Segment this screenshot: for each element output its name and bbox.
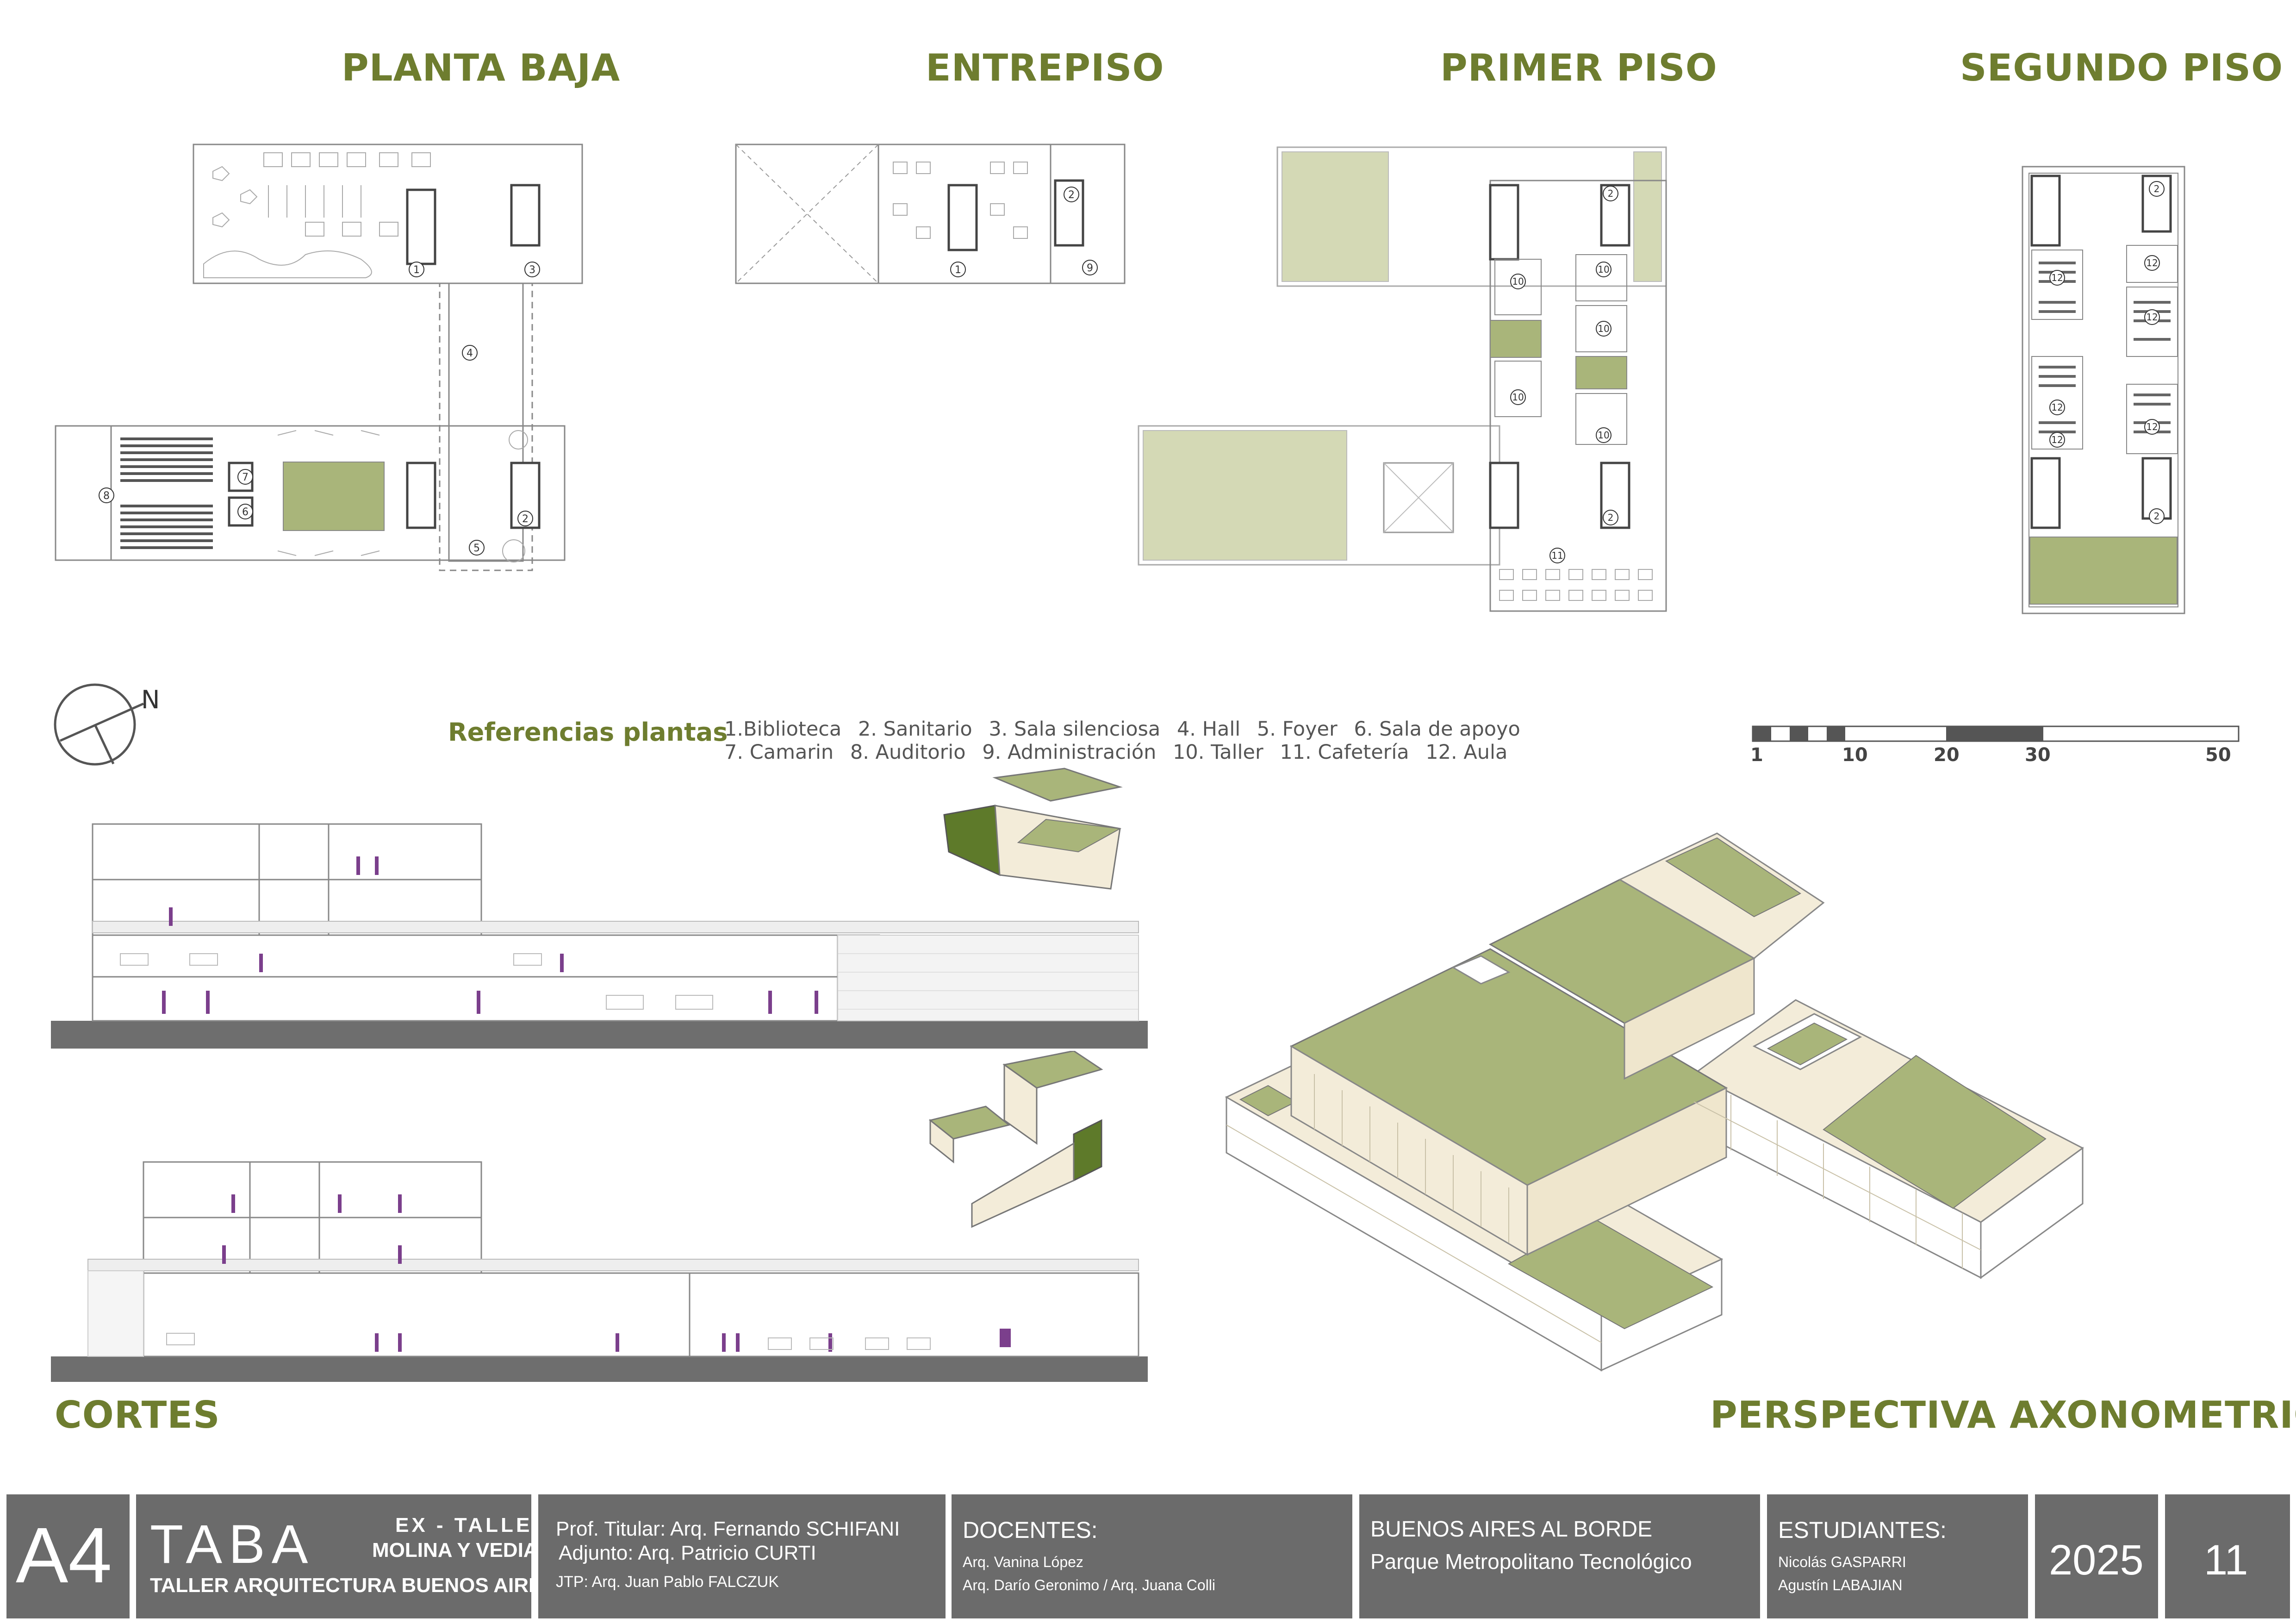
legend-item: 2. Sanitario — [858, 718, 972, 741]
plan-number: 2 — [2154, 511, 2160, 522]
plan-number: 12 — [2051, 434, 2063, 445]
legend-row-2: 7. Camarin 8. Auditorio 9. Administració… — [724, 741, 1518, 764]
plan-number: 6 — [242, 506, 249, 518]
plan-number: 4 — [467, 348, 473, 359]
title-block: A4 TABA EX - TALLER MOLINA Y VEDIA TALLE… — [0, 1492, 2296, 1624]
legend-item: 5. Foyer — [1257, 718, 1338, 741]
title-entrepiso: ENTREPISO — [926, 46, 1164, 89]
section-key-1 — [943, 768, 1123, 890]
project-title: BUENOS AIRES AL BORDE — [1370, 1517, 1653, 1542]
title-segundo-piso: SEGUNDO PISO — [1960, 46, 2284, 89]
legend-item: 1.Biblioteca — [724, 718, 842, 741]
plan-number: 3 — [529, 264, 535, 276]
scale-label: 10 — [1842, 744, 1868, 766]
plan-number: 7 — [242, 472, 249, 483]
plan-number: 2 — [1608, 188, 1614, 199]
legend-row-1: 1.Biblioteca 2. Sanitario 3. Sala silenc… — [724, 718, 1531, 741]
legend-item: 12. Aula — [1425, 741, 1508, 764]
jtp: JTP: Arq. Juan Pablo FALCZUK — [556, 1573, 779, 1591]
legend-item: 7. Camarin — [724, 741, 834, 764]
plan-number: 12 — [2146, 421, 2158, 432]
plan-primer-piso: 2 2 10 10 10 10 10 11 — [1138, 146, 1667, 612]
students-title: ESTUDIANTES: — [1778, 1517, 1947, 1543]
prof-titular: Prof. Titular: Arq. Fernando SCHIFANI — [556, 1518, 900, 1540]
docentes-box: DOCENTES: Arq. Vanina López Arq. Darío G… — [952, 1494, 1352, 1618]
plan-number: 12 — [2051, 272, 2063, 283]
scale-label: 30 — [2025, 744, 2051, 766]
docente-1: Arq. Vanina López — [963, 1554, 1083, 1570]
legend-item: 4. Hall — [1176, 718, 1241, 741]
legend-item: 10. Taller — [1173, 741, 1263, 764]
scale-label: 1 — [1750, 744, 1763, 766]
section-drawing-1 — [51, 823, 1148, 1049]
year: 2025 — [2049, 1537, 2144, 1584]
student-1: Nicolás GASPARRI — [1778, 1554, 1906, 1570]
legend-item: 6. Sala de apoyo — [1354, 718, 1520, 741]
plan-number: 5 — [473, 543, 480, 554]
plan-number: 10 — [1598, 323, 1609, 334]
project-box: BUENOS AIRES AL BORDE Parque Metropolita… — [1359, 1494, 1760, 1618]
title-primer-piso: PRIMER PISO — [1440, 46, 1717, 89]
title-perspectiva: PERSPECTIVA AXONOMETRICA — [1710, 1393, 2296, 1437]
plan-number: 12 — [2146, 257, 2158, 269]
legend-title: Referencias plantas — [448, 718, 728, 747]
year-box: 2025 — [2035, 1494, 2158, 1618]
scale-label: 20 — [1934, 744, 1960, 766]
plan-number: 2 — [1608, 512, 1614, 523]
plan-number: 11 — [1551, 550, 1563, 561]
plan-number: 2 — [2154, 183, 2160, 194]
molina-vedia: MOLINA Y VEDIA — [372, 1539, 538, 1562]
ex-taller: EX - TALLER — [395, 1514, 550, 1537]
plan-number: 12 — [2051, 402, 2063, 413]
legend-item: 8. Auditorio — [850, 741, 966, 764]
title-cortes: CORTES — [55, 1393, 220, 1437]
taba-logo: TABA — [150, 1514, 315, 1575]
docentes-title: DOCENTES: — [963, 1517, 1098, 1543]
legend-item: 9. Administración — [982, 741, 1157, 764]
scale-label: 50 — [2205, 744, 2231, 766]
plan-number: 2 — [1068, 189, 1075, 201]
plan-number: 12 — [2146, 312, 2158, 323]
plan-number: 10 — [1512, 276, 1524, 287]
plan-number: 10 — [1598, 430, 1609, 441]
professors-box: Prof. Titular: Arq. Fernando SCHIFANI Ad… — [538, 1494, 946, 1618]
taller-full-name: TALLER ARQUITECTURA BUENOS AIRES — [150, 1574, 556, 1597]
scale-bar — [1752, 725, 2240, 742]
students-box: ESTUDIANTES: Nicolás GASPARRI Agustín LA… — [1767, 1494, 2028, 1618]
page-number-box: 11 — [2165, 1494, 2290, 1618]
sheet-size: A4 — [16, 1512, 112, 1599]
legend-item: 11. Cafetería — [1280, 741, 1409, 764]
section-drawing-2 — [51, 1161, 1148, 1382]
plan-number: 9 — [1087, 262, 1093, 274]
plan-number: 10 — [1512, 392, 1524, 403]
north-arrow: N — [54, 683, 160, 766]
north-label: N — [141, 685, 160, 714]
sheet-size-box: A4 — [6, 1494, 130, 1618]
taller-logo-box: TABA EX - TALLER MOLINA Y VEDIA TALLER A… — [136, 1494, 556, 1618]
plan-planta-baja: 1 2 3 4 5 6 7 8 — [55, 144, 583, 571]
plan-number: 10 — [1598, 264, 1609, 275]
plan-entrepiso: 1 2 9 — [735, 144, 1126, 284]
section-key-2 — [928, 1051, 1103, 1228]
title-planta-baja: PLANTA BAJA — [342, 46, 621, 89]
plan-number: 8 — [103, 490, 110, 502]
plan-number: 1 — [955, 264, 961, 276]
plan-segundo-piso: 2 12 12 12 12 12 12 2 — [2022, 166, 2185, 614]
adjunto: Adjunto: Arq. Patricio CURTI — [559, 1542, 816, 1564]
legend-item: 3. Sala silenciosa — [989, 718, 1161, 741]
page-number: 11 — [2204, 1537, 2248, 1584]
plan-number: 2 — [522, 513, 529, 525]
student-2: Agustín LABAJIAN — [1778, 1577, 1903, 1593]
docente-2: Arq. Darío Geronimo / Arq. Juana Colli — [963, 1577, 1216, 1593]
project-subtitle: Parque Metropolitano Tecnológico — [1370, 1549, 1692, 1574]
axonometric-drawing — [1225, 832, 2084, 1372]
plan-number: 1 — [413, 264, 420, 276]
